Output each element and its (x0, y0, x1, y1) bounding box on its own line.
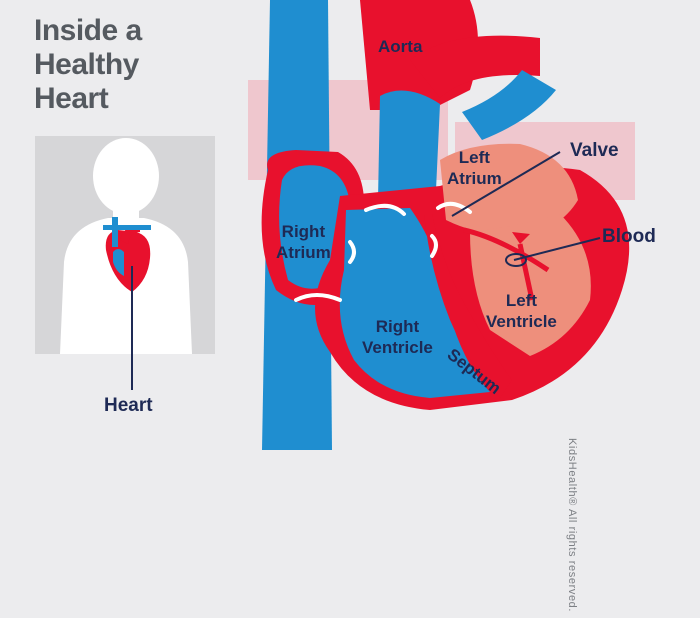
valve-label: Valve (570, 140, 619, 161)
right-ventricle-label-line-2: Ventricle (362, 338, 433, 357)
heart-illustration (35, 0, 635, 450)
heart-diagram: Inside a Healthy Heart Heart Aorta Right… (34, 0, 656, 612)
left-atrium-label-line-1: Left (458, 148, 490, 167)
valve-pointer (451, 151, 561, 217)
large-heart (248, 0, 635, 450)
inset-heart (103, 217, 151, 292)
title-line-2: Healthy (34, 48, 139, 81)
right-atrium-label-line-1: Right (281, 222, 326, 241)
title-line-1: Inside a (34, 14, 142, 47)
page-title: Inside a Healthy Heart (34, 14, 142, 116)
blood-label: Blood (602, 226, 656, 247)
left-ventricle-label: Left Ventricle (486, 290, 557, 332)
left-atrium-label: Left Atrium (447, 147, 502, 189)
left-ventricle-label-line-1: Left (505, 291, 538, 310)
left-ventricle-label-line-2: Ventricle (486, 312, 557, 331)
right-atrium-label-line-2: Atrium (276, 243, 331, 262)
title-line-3: Heart (34, 82, 109, 115)
copyright-credit: KidsHealth® All rights reserved. (566, 438, 578, 613)
right-atrium-label: Right Atrium (276, 221, 331, 263)
left-atrium-label-line-2: Atrium (447, 169, 502, 188)
blood-pointer (513, 237, 601, 261)
blood-marker (505, 253, 527, 267)
inset-heart-label: Heart (104, 395, 153, 416)
aorta-label: Aorta (378, 37, 423, 56)
right-ventricle-label-line-1: Right (375, 317, 420, 336)
right-ventricle-label: Right Ventricle (362, 316, 433, 358)
